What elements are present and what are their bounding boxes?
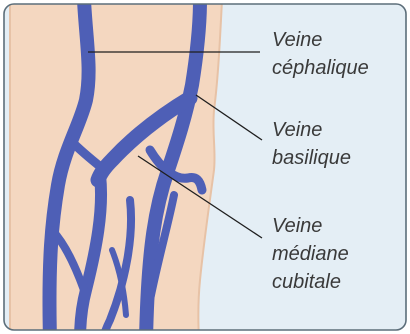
label-mediane-line3: cubitale <box>272 271 341 293</box>
label-basilique-line2: basilique <box>272 147 351 169</box>
label-cephalique-line2: céphalique <box>272 57 369 79</box>
label-mediane-line1: Veine <box>272 215 322 237</box>
label-basilique-line1: Veine <box>272 119 322 141</box>
label-mediane-line2: médiane <box>272 243 349 265</box>
label-cephalique-line1: Veine <box>272 29 322 51</box>
